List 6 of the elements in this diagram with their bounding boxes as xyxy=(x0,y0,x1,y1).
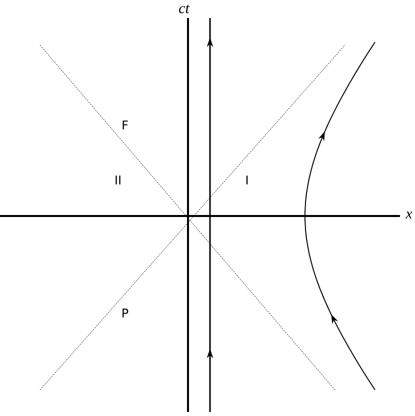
region-label: F xyxy=(122,120,128,130)
axis-label: x xyxy=(406,212,412,218)
region-label: P xyxy=(122,308,128,318)
region-label: I xyxy=(246,176,248,184)
region-label: II xyxy=(116,176,120,184)
axis-label: ct xyxy=(179,4,190,14)
